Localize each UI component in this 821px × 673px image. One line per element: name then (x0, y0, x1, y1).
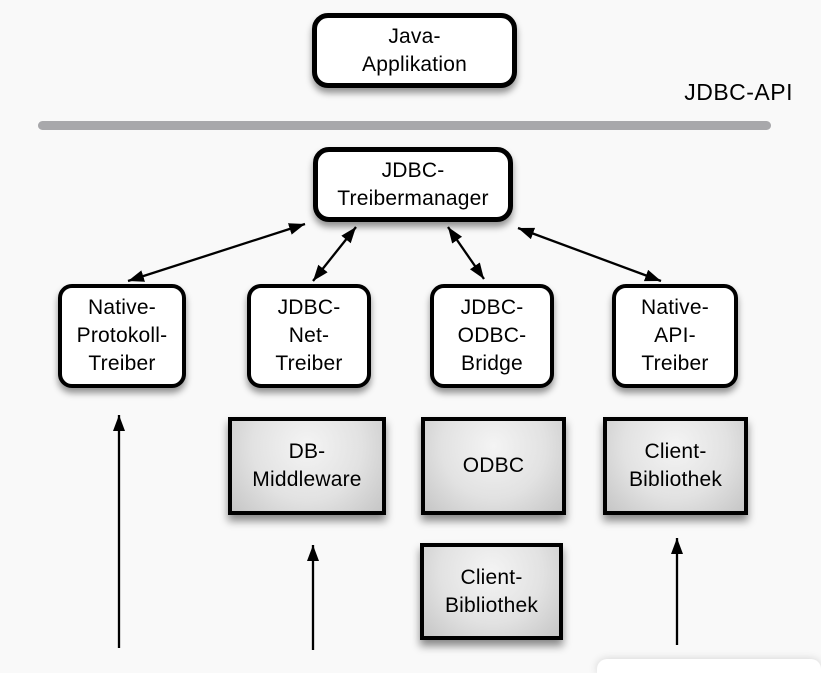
node-client-library-right: Client- Bibliothek (603, 417, 748, 515)
node-jdbc-net-driver: JDBC- Net- Treiber (247, 284, 371, 388)
node-client-library-bottom-label: Client- Bibliothek (444, 565, 539, 617)
node-db-middleware-label: DB- Middleware (252, 440, 362, 491)
node-odbc: ODBC (421, 417, 566, 515)
arrow-manager-jdbc-odbc (447, 226, 485, 280)
arrow-manager-jdbc-net (312, 226, 357, 282)
jdbc-api-label: JDBC-API (684, 79, 793, 105)
node-client-library-bottom: Client- Bibliothek (420, 543, 563, 640)
node-db-middleware: DB- Middleware (228, 417, 386, 515)
node-jdbc-odbc-bridge-label: JDBC- ODBC- Bridge (457, 296, 527, 375)
node-jdbc-odbc-bridge: JDBC- ODBC- Bridge (430, 284, 554, 388)
arrow-manager-native-api (517, 226, 662, 283)
node-native-protocol-driver: Native- Protokoll- Treiber (58, 284, 186, 388)
node-native-api-driver-label: Native- API- Treiber (641, 296, 709, 375)
node-native-api-driver: Native- API- Treiber (612, 284, 738, 388)
arrow-manager-native-protocol (127, 222, 306, 283)
node-jdbc-driver-manager: JDBC- Treibermanager (313, 147, 513, 222)
node-client-library-right-label: Client- Bibliothek (628, 440, 723, 491)
jdbc-api-separator-line (38, 121, 771, 130)
node-jdbc-net-driver-label: JDBC- Net- Treiber (275, 296, 343, 375)
node-odbc-label: ODBC (462, 454, 525, 477)
node-native-protocol-driver-label: Native- Protokoll- Treiber (76, 296, 168, 375)
node-java-application: Java- Applikation (312, 13, 517, 88)
node-partial-bottom-box (597, 659, 821, 673)
node-java-application-label: Java- Applikation (362, 24, 467, 76)
node-jdbc-driver-manager-label: JDBC- Treibermanager (337, 158, 489, 210)
